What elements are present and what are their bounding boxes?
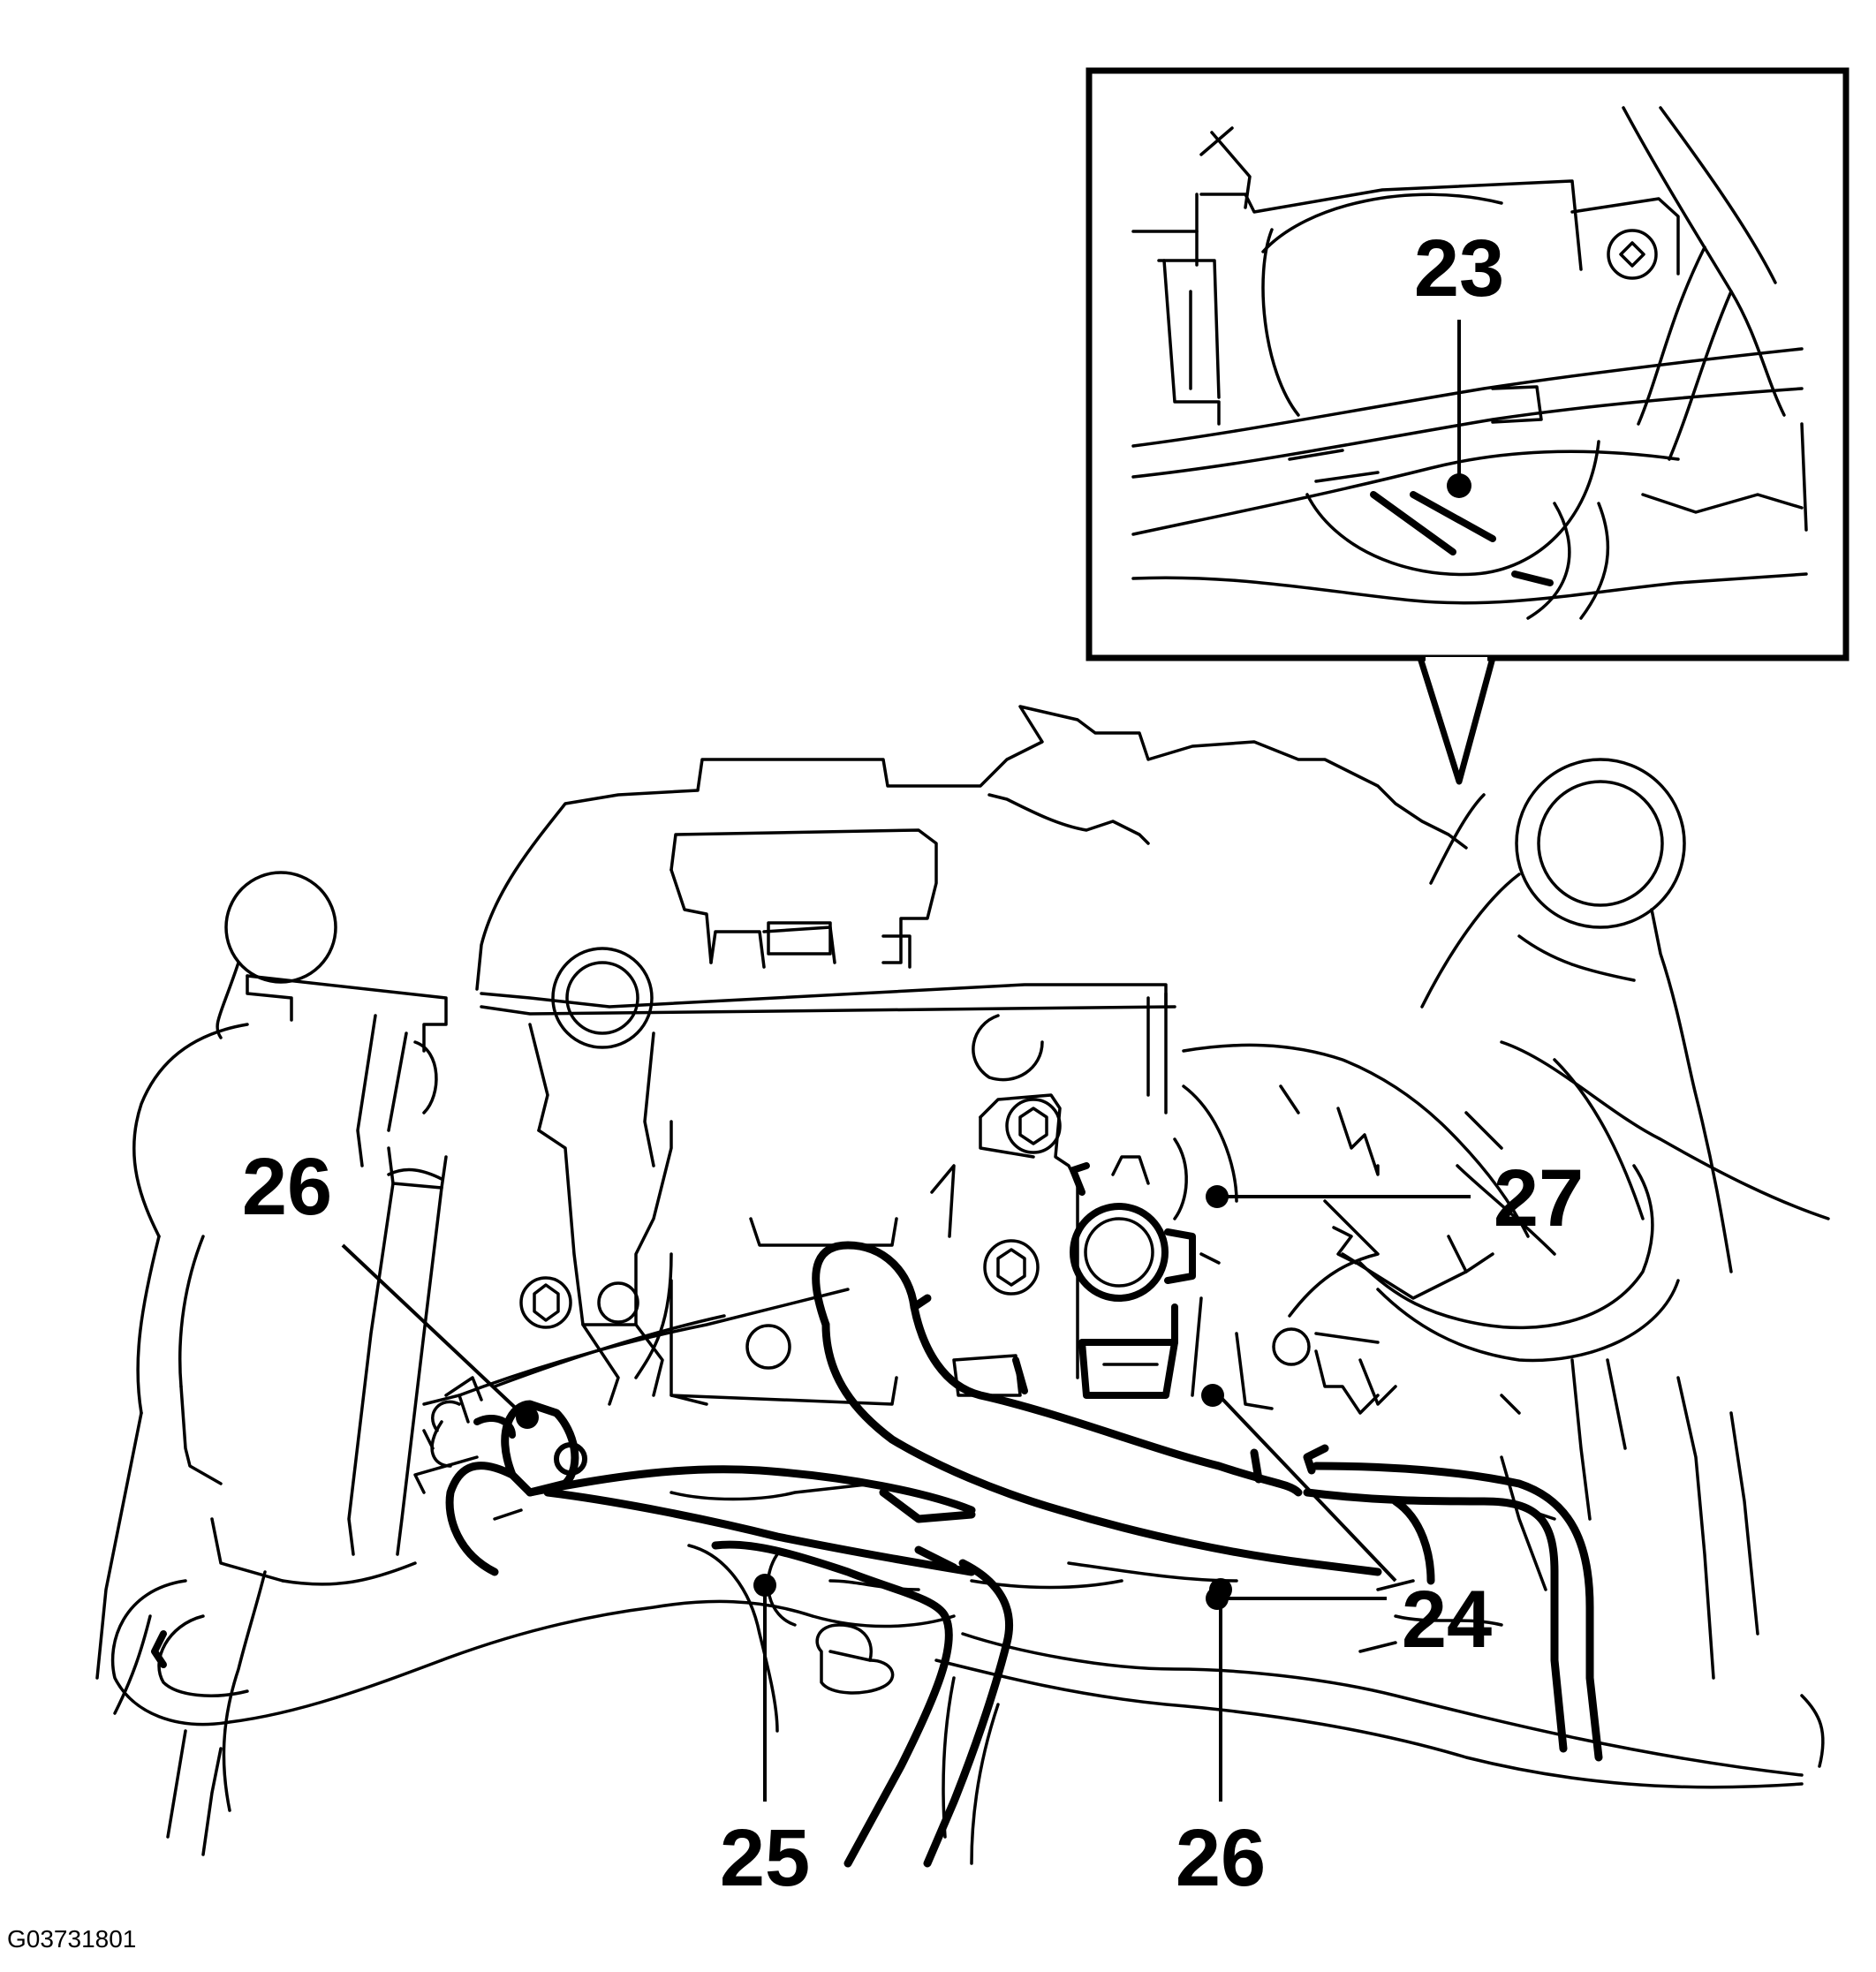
figure-id: G03731801 [7,1925,136,1953]
detail-inset [1086,67,1850,785]
callout-25: 25 [720,1574,810,1903]
engine-line-art [95,705,1830,1865]
callout-label: 26 [242,1142,332,1232]
callout-26-upper: 26 [242,1142,539,1429]
callout-label: 24 [1402,1575,1492,1665]
callout-27: 27 [1206,1153,1584,1243]
callout-24: 24 [1201,1384,1492,1665]
callout-label: 23 [1414,223,1504,314]
callout-label: 26 [1176,1813,1266,1903]
hoses-harnesses [445,1241,1603,1868]
callout-label: 27 [1494,1153,1584,1243]
callout-26-lower: 26 [1176,1578,1266,1903]
callout-label: 25 [720,1813,810,1903]
inset-line-art [1131,106,1808,620]
callout-23: 23 [1414,223,1504,498]
